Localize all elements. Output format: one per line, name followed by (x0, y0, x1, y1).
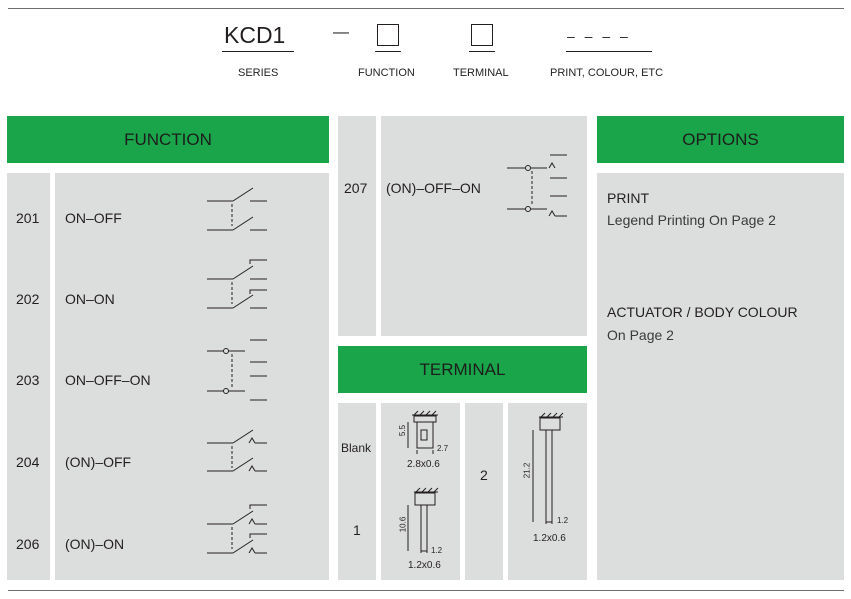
series-label: SERIES (238, 67, 279, 79)
terminal-underline (469, 51, 495, 52)
function-underline (375, 51, 401, 52)
terminal-dim-w-2: 1.2 (557, 516, 569, 525)
function-code-206: 206 (16, 536, 40, 552)
function-code-column (7, 173, 50, 580)
function-name-201: ON–OFF (65, 210, 122, 226)
function-code-207: 207 (344, 180, 368, 196)
terminal-size-1: 1.2x0.6 (408, 560, 441, 571)
terminal-header: TERMINAL (338, 346, 587, 393)
terminal-drawing-column-2 (508, 403, 587, 580)
function-code-204: 204 (16, 454, 40, 470)
function-code-201: 201 (16, 210, 40, 226)
options-colour-title: ACTUATOR / BODY COLOUR (607, 304, 798, 320)
terminal-drawing-1 (407, 487, 439, 553)
series-code: KCD1 (224, 22, 286, 48)
function-207-detail-cell (381, 116, 587, 336)
options-print-sub: Legend Printing On Page 2 (607, 212, 776, 228)
switch-diagram-204 (207, 429, 267, 472)
options-colour-sub: On Page 2 (607, 327, 674, 343)
options-print-title: PRINT (607, 190, 649, 206)
terminal-dim-w-1: 1.2 (431, 546, 443, 555)
function-name-202: ON–ON (65, 291, 115, 307)
print-label: PRINT, COLOUR, ETC (550, 67, 664, 79)
switch-diagram-203 (207, 339, 267, 401)
terminal-code-1: 1 (353, 522, 361, 538)
terminal-drawing-2 (532, 412, 564, 524)
terminal-code-column-2 (465, 403, 503, 580)
switch-diagram-201 (207, 187, 267, 231)
terminal-box (471, 24, 493, 46)
function-code-203: 203 (16, 372, 40, 388)
print-placeholder: – – – – (567, 28, 631, 44)
terminal-code-2: 2 (480, 467, 488, 483)
terminal-drawing-blank (407, 410, 438, 454)
terminal-header-text: TERMINAL (419, 359, 506, 379)
terminal-code-blank: Blank (341, 441, 372, 455)
function-box (377, 24, 399, 46)
print-underline (566, 51, 652, 52)
options-header-text: OPTIONS (682, 129, 759, 149)
function-detail-column (55, 173, 329, 580)
terminal-size-blank: 2.8x0.6 (407, 459, 440, 470)
function-name-206: (ON)–ON (65, 536, 125, 552)
terminal-size-2: 1.2x0.6 (533, 533, 566, 544)
function-207-code-cell (338, 116, 376, 336)
terminal-dim-h-blank: 5.5 (398, 424, 408, 437)
switch-diagram-202 (207, 259, 267, 309)
function-code-202: 202 (16, 291, 40, 307)
terminal-label: TERMINAL (453, 67, 509, 79)
terminal-dim-w-blank: 2.7 (437, 444, 449, 453)
terminal-code-column-1 (338, 403, 376, 580)
switch-diagram-206 (207, 504, 267, 554)
bottom-rule (8, 590, 844, 591)
function-label: FUNCTION (358, 67, 415, 79)
series-underline (222, 51, 294, 52)
function-header: FUNCTION (7, 116, 329, 163)
function-name-207: (ON)–OFF–ON (386, 180, 481, 196)
code-dash: — (333, 24, 349, 41)
function-header-text: FUNCTION (124, 129, 212, 149)
options-header: OPTIONS (597, 116, 844, 163)
function-name-204: (ON)–OFF (65, 454, 132, 470)
top-rule (8, 8, 844, 9)
terminal-dim-h-1: 10.6 (398, 516, 408, 533)
switch-diagram-207 (507, 154, 567, 217)
options-panel (597, 173, 844, 580)
function-name-203: ON–OFF–ON (65, 372, 151, 388)
terminal-dim-h-2: 21.2 (522, 462, 532, 479)
